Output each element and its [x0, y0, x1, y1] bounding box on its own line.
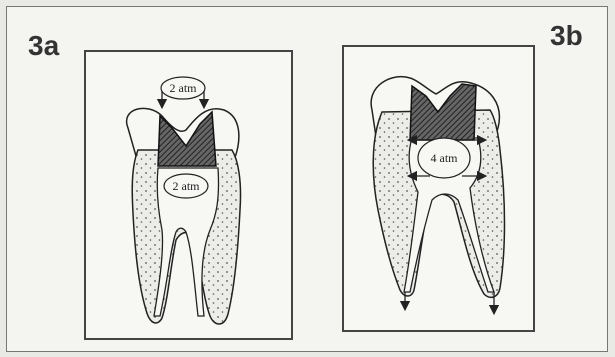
pressure-top-3a: 2 atm [170, 81, 198, 95]
tooth-3b: 4 atm [371, 77, 504, 310]
tooth-3a: 2 atm 2 atm [127, 77, 241, 324]
pressure-pulp-3b: 4 atm [431, 151, 459, 165]
pressure-pulp-3a: 2 atm [173, 179, 201, 193]
